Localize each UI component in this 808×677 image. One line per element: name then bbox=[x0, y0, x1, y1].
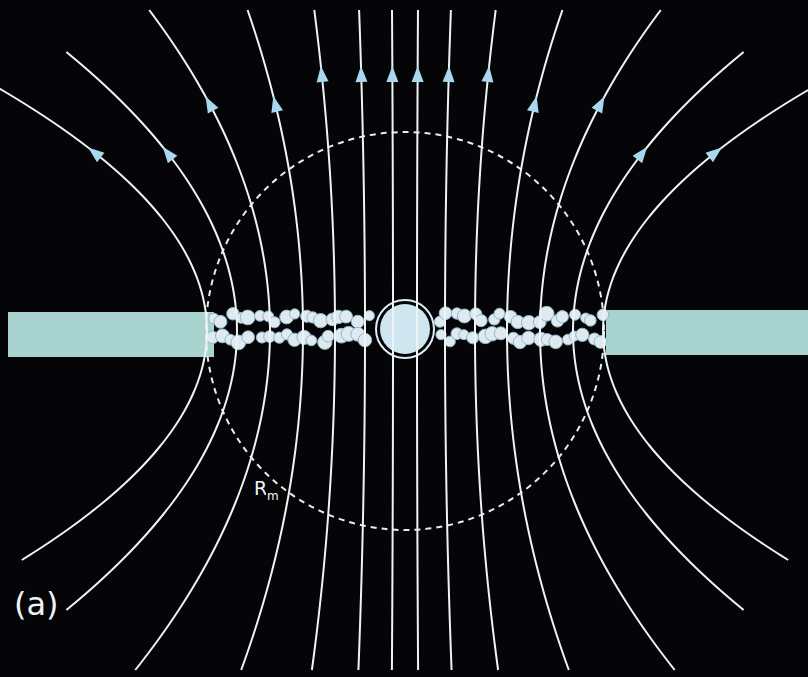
radius-subscript: m bbox=[266, 490, 280, 502]
arrowhead bbox=[355, 66, 367, 82]
plasma-blob bbox=[594, 336, 607, 349]
plasma-blob bbox=[467, 332, 479, 344]
arrowhead bbox=[706, 148, 722, 163]
field-line bbox=[392, 10, 393, 670]
field-line bbox=[312, 10, 335, 670]
field-line bbox=[417, 10, 418, 670]
star-rim bbox=[376, 300, 434, 358]
plasma-blob bbox=[214, 315, 227, 328]
field-line bbox=[573, 52, 744, 610]
arrowhead bbox=[163, 147, 178, 163]
arrowhead bbox=[88, 148, 104, 163]
disk-band bbox=[606, 310, 808, 355]
plasma-blob bbox=[340, 310, 353, 323]
plasma-blob bbox=[313, 314, 327, 328]
field-line bbox=[445, 10, 452, 670]
plasma-blob bbox=[475, 314, 487, 326]
field-line bbox=[475, 10, 498, 670]
plasma-blob bbox=[576, 328, 589, 341]
field-line bbox=[358, 10, 365, 670]
arrowhead bbox=[412, 66, 424, 82]
arrowhead bbox=[317, 66, 329, 83]
field-lines bbox=[0, 10, 808, 670]
field-line bbox=[540, 10, 675, 670]
arrowhead bbox=[443, 66, 455, 82]
plasma-blob bbox=[242, 331, 255, 344]
plasma-blob bbox=[351, 315, 364, 328]
field-line bbox=[135, 10, 270, 670]
field-line bbox=[66, 52, 237, 610]
arrowhead bbox=[592, 96, 605, 113]
plasma-blob bbox=[522, 331, 536, 345]
plasma-blob bbox=[549, 335, 563, 349]
star bbox=[380, 304, 430, 354]
field-line bbox=[603, 80, 808, 560]
magnetosphere-boundary bbox=[206, 132, 604, 530]
panel-letter: (a) bbox=[14, 588, 59, 620]
plasma-blob bbox=[494, 308, 505, 319]
plasma-blob bbox=[322, 330, 334, 342]
plasma-blob bbox=[240, 310, 255, 325]
arrowhead bbox=[206, 96, 219, 113]
arrowhead bbox=[271, 96, 283, 113]
arrowhead bbox=[386, 66, 398, 82]
plasma-blob bbox=[585, 315, 597, 327]
arrowhead bbox=[633, 147, 648, 163]
disk-band bbox=[8, 312, 214, 357]
plasma-blob bbox=[290, 309, 300, 319]
plasma-blob bbox=[306, 335, 317, 346]
field-line bbox=[0, 80, 207, 560]
plasma-blob bbox=[556, 311, 568, 323]
plasma-blob bbox=[570, 309, 581, 320]
plasma-blob bbox=[457, 309, 471, 323]
arrowhead bbox=[481, 66, 493, 83]
field-line bbox=[507, 10, 569, 670]
plasma-blob bbox=[494, 327, 507, 340]
field-line bbox=[241, 10, 303, 670]
arrowhead bbox=[527, 96, 539, 113]
